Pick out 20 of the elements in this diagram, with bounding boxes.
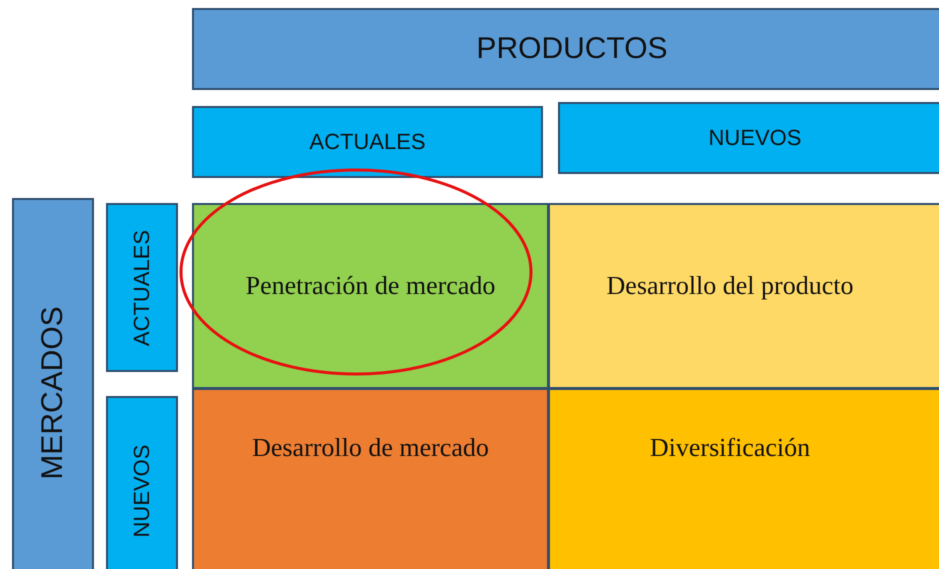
column-header xyxy=(558,102,939,174)
row-header xyxy=(106,396,178,569)
cell-label: ACTUALES xyxy=(309,129,426,155)
side-header-bar xyxy=(12,198,94,569)
header-bar xyxy=(192,8,939,90)
column-header xyxy=(192,106,543,178)
matrix-cell xyxy=(192,203,549,389)
cell-label: NUEVOS xyxy=(129,444,155,538)
row-header xyxy=(106,203,178,372)
matrix-cell xyxy=(192,388,549,569)
cell-label: MERCADOS xyxy=(36,306,70,480)
cell-label: Diversificación xyxy=(650,433,810,463)
cell-label: PRODUCTOS xyxy=(476,32,668,66)
matrix-cell xyxy=(548,388,939,569)
cell-label: Desarrollo del producto xyxy=(606,271,854,301)
cell-label: Desarrollo de mercado xyxy=(252,433,489,463)
cell-label: NUEVOS xyxy=(708,125,802,151)
cell-label: Penetración de mercado xyxy=(246,271,496,301)
matrix-cell xyxy=(548,203,939,389)
cell-label: ACTUALES xyxy=(129,229,155,346)
